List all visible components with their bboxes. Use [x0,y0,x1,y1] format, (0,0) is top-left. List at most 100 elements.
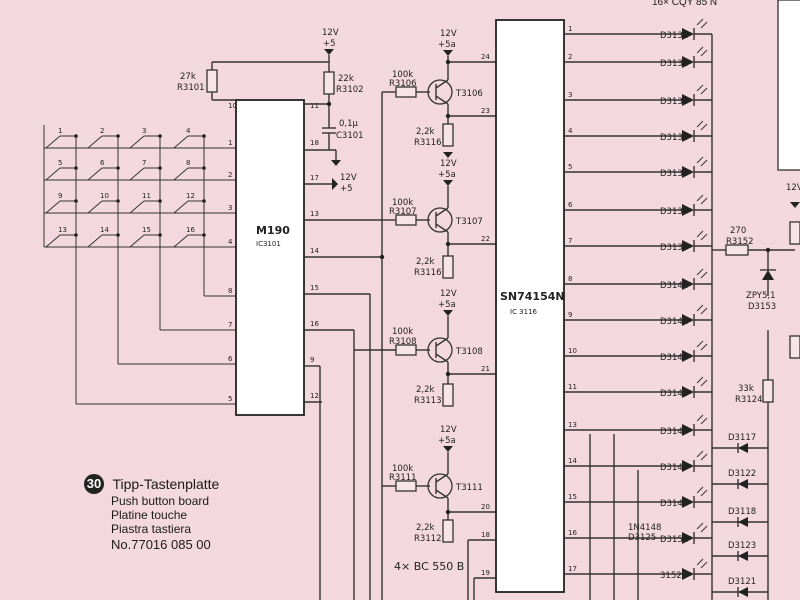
decoder-out-pin: 6 [568,201,573,209]
supply-plus5-label: +5 [340,184,353,194]
key-label: 12 [186,192,195,200]
led-output-array: 1D31312D31323D31334D31345D31366D31377D31… [564,18,713,600]
aux-diode-label: D3118 [728,507,756,517]
led-diode [682,386,694,398]
board-caption: 30 Tipp-Tastenplatte Push button board P… [84,474,284,552]
c3101-ref: C3101 [336,131,364,141]
led-diode [682,532,694,544]
led-diode [682,314,694,326]
transistor-t3107 [427,207,453,233]
key-label: 14 [100,226,109,234]
led-diode [682,56,694,68]
led-diode [682,350,694,362]
r3152-value: 270 [730,226,746,236]
led-label: D3131 [660,31,688,41]
led-diode [682,278,694,290]
led-label: D3144 [660,389,688,399]
key-switch [45,200,61,214]
key-label: 8 [186,159,190,167]
key-label: 4 [186,127,191,135]
decoder-out-pin: 14 [568,457,577,465]
key-switch [173,167,189,181]
led-label: 3152 [660,571,682,581]
key-label: 1 [58,127,62,135]
decoder-out-pin: 4 [568,127,573,135]
key-switch [87,234,103,248]
r3116a-value: 2,2k [416,127,435,137]
aux-diode-label: D3117 [728,433,756,443]
led-diode [682,568,694,580]
caption-part-number: No.77016 085 00 [111,537,211,552]
t3107-label: T3107 [455,217,483,227]
key-label: 9 [58,192,62,200]
r3124-ref: R3124 [735,395,763,405]
led-label: D3141 [660,281,688,291]
t3111-label: T3111 [455,483,483,493]
r3107-ref: R3107 [389,207,417,217]
decoder-name: SN74154N [500,290,565,303]
decoder-out-pin: 16 [568,529,577,537]
supply-12v-label: 12V [440,159,457,169]
caption-english: Push button board [111,494,210,508]
caption-title: Tipp-Tastenplatte [112,476,220,492]
resistor-edge [789,221,800,245]
r3112-value: 2,2k [416,523,435,533]
led-diode [682,424,694,436]
key-label: 11 [142,192,151,200]
caption-italian: Piastra tastiera [111,522,192,536]
key-label: 6 [100,159,105,167]
caption-title-row: 30 Tipp-Tastenplatte [84,474,284,494]
r3111-value: 100k [392,464,413,474]
m190-ic-body [235,99,305,416]
key-label: 16 [186,226,195,234]
key-label: 5 [58,159,62,167]
decoder-out-pin: 11 [568,383,577,391]
decoder-out-pin: 7 [568,237,572,245]
c3101-value: 0,1µ [339,119,359,129]
aux-diode [738,587,748,597]
transistor-t3106 [427,79,453,105]
r3112-ref: R3112 [414,534,442,544]
m190-pin: 8 [228,287,232,295]
m190-name: M190 [256,224,290,237]
t3106-label: T3106 [455,89,483,99]
r3108-ref: R3108 [389,337,417,347]
led-label: D3137 [660,207,688,217]
aux-diode [738,551,748,561]
decoder-out-pin: 1 [568,25,572,33]
led-diode [682,166,694,178]
supply-12v-label: 12V [440,289,457,299]
supply-plus5-label: +5 [323,39,336,49]
diode-1n4148-type: 1N4148 [628,523,661,533]
key-label: 3 [142,127,146,135]
r3111-ref: R3111 [389,473,417,483]
decoder-in-pin: 23 [481,107,490,115]
zener-diode [762,270,774,280]
supply-arrow [332,178,338,190]
key-switch [87,135,103,149]
m190-pin: 10 [228,102,237,110]
r3152-ref: R3152 [726,237,754,247]
key-switch [87,167,103,181]
supply-12v-label: 12V [340,173,357,183]
ground-symbol [331,160,341,166]
key-switch [173,234,189,248]
led-label: D3142 [660,317,688,327]
decoder-out-pin: 13 [568,421,577,429]
r3108-value: 100k [392,327,413,337]
supply-12v-label: 12V [440,425,457,435]
m190-pin: 18 [310,139,319,147]
led-diode [682,94,694,106]
m190-pin: 17 [310,174,319,182]
aux-diode [738,517,748,527]
r3113-value: 2,2k [416,385,435,395]
key-switch [87,200,103,214]
led-diode [682,240,694,252]
decoder-in-pin: 19 [481,569,490,577]
transistor-t3111 [427,473,453,499]
key-switch [173,200,189,214]
r3102-ref: R3102 [336,85,364,95]
